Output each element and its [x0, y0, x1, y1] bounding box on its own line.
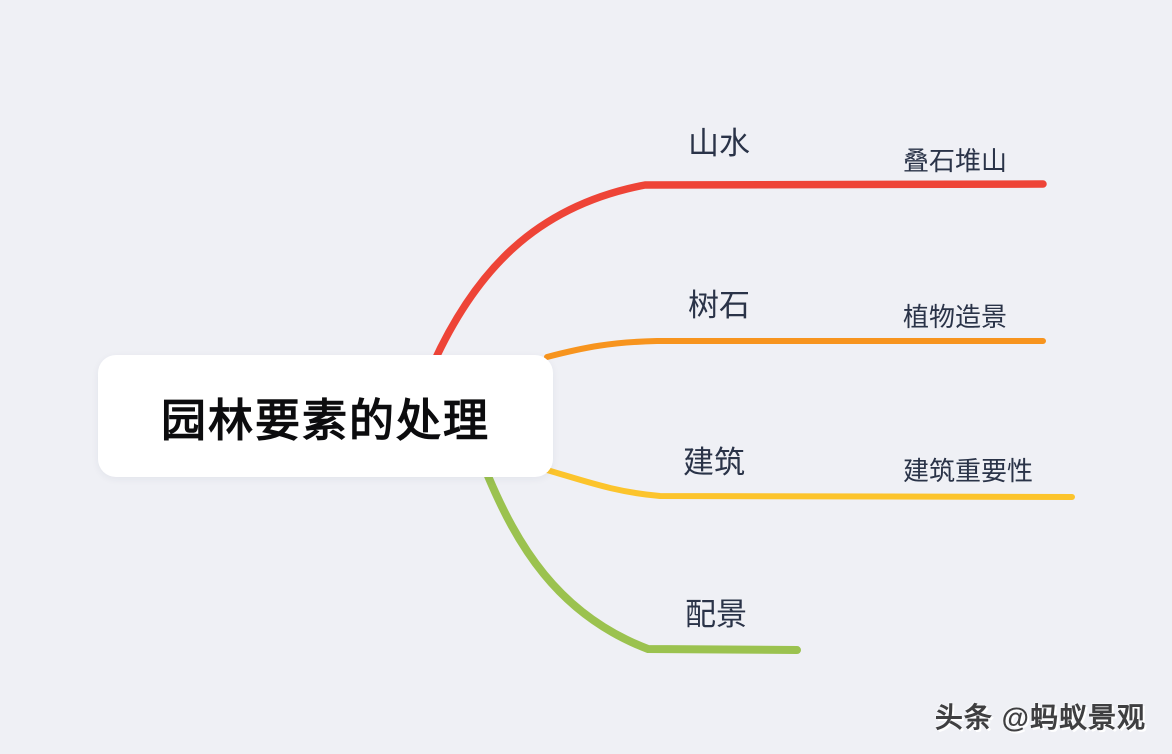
branch-1-child-label: 叠石堆山: [903, 146, 1008, 176]
branch-peijing-edge: [484, 472, 801, 654]
root-topic-label: 园林要素的处理: [160, 394, 490, 446]
branch-jianzhu-edge: [544, 467, 1075, 500]
branch-shanshui-edge: [429, 180, 1047, 368]
branch-4-label: 配景: [685, 597, 747, 632]
root-topic-node: 园林要素的处理: [98, 355, 553, 477]
toutiao-watermark: 头条 @蚂蚁景观: [934, 702, 1146, 733]
branch-1-label: 山水: [688, 126, 750, 161]
branch-shushi-edge: [544, 338, 1046, 360]
branch-2-child-label: 植物造景: [903, 302, 1008, 332]
branch-2-label: 树石: [688, 288, 750, 323]
branch-3-child-label: 建筑重要性: [903, 456, 1034, 486]
branch-3-label: 建筑: [683, 445, 745, 480]
